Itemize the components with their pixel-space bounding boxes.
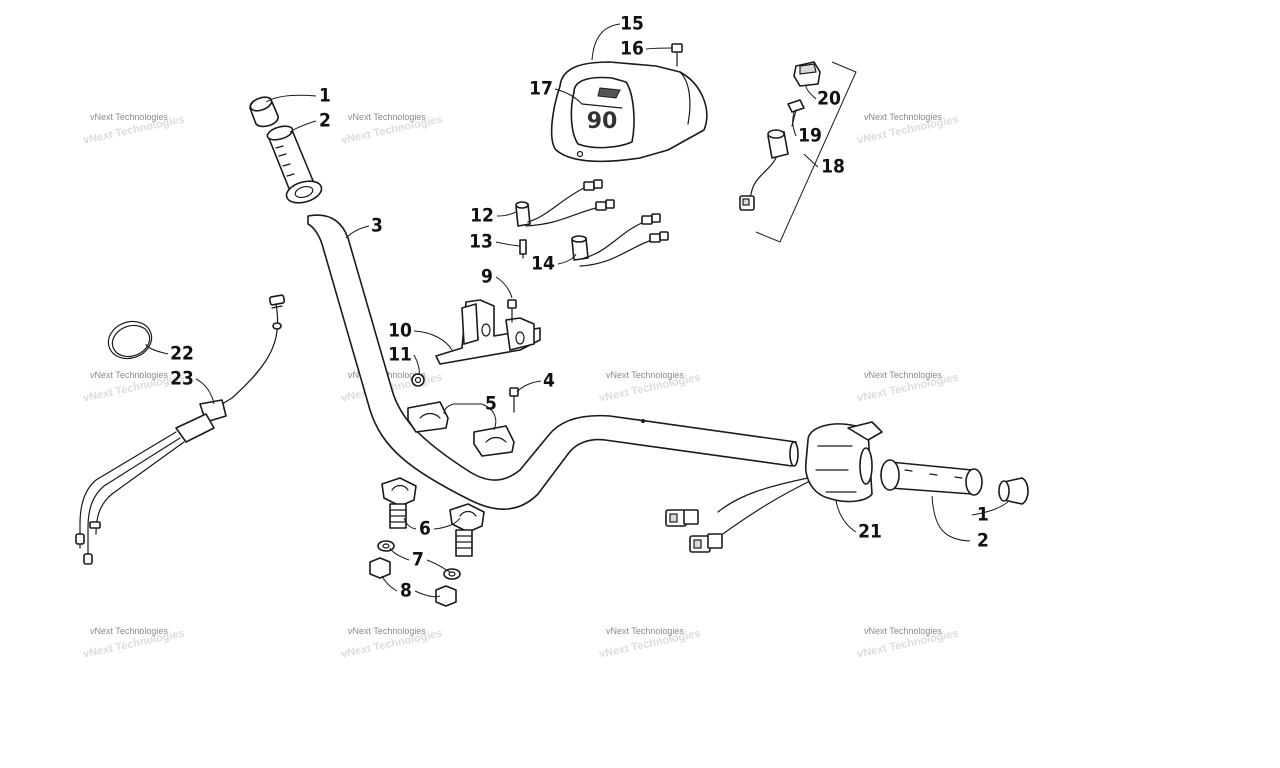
callout-c1b: 1 <box>977 504 989 526</box>
callout-c23: 23 <box>170 368 194 390</box>
upper-clamp-right <box>473 425 515 457</box>
watermark-text: vNext Technologies <box>90 626 168 636</box>
nut-right <box>435 585 457 607</box>
watermark-text: vNext Technologies <box>864 626 942 636</box>
leader-lines <box>145 23 1009 598</box>
callout-c5: 5 <box>485 393 497 415</box>
callout-c10: 10 <box>388 320 412 342</box>
ignition-switch <box>739 129 789 211</box>
display-badge-text: 90 <box>587 109 618 134</box>
callout-c16: 16 <box>620 38 644 60</box>
callout-c12: 12 <box>470 205 494 227</box>
wire-14 <box>571 213 669 267</box>
throttle-cable <box>75 294 286 565</box>
callout-c19: 19 <box>798 125 822 147</box>
watermark-text: vNext Technologies <box>606 370 684 380</box>
callout-c7: 7 <box>412 549 424 571</box>
callout-c14: 14 <box>531 253 555 275</box>
screw-4 <box>509 387 519 413</box>
watermark-text: vNext Technologies <box>864 370 942 380</box>
watermark-text: vNext Technologies <box>90 112 168 122</box>
lower-clamp-right <box>449 503 485 557</box>
callout-c2b: 2 <box>977 530 989 552</box>
callout-c4: 4 <box>543 370 555 392</box>
callout-c2a: 2 <box>319 110 331 132</box>
bulb-13 <box>519 239 527 259</box>
right-grip <box>880 459 983 496</box>
callout-c21: 21 <box>858 521 882 543</box>
callout-c22: 22 <box>170 343 194 365</box>
right-end-cap <box>998 477 1029 505</box>
nut-11 <box>411 373 425 387</box>
display-cover: 90 <box>550 61 708 163</box>
callout-c18: 18 <box>821 156 845 178</box>
callout-c8: 8 <box>400 580 412 602</box>
washer-right <box>443 568 461 580</box>
switch-housing <box>665 421 883 553</box>
ignition-key <box>787 99 805 127</box>
callout-c3: 3 <box>371 215 383 237</box>
left-end-cap <box>249 96 279 128</box>
callout-c13: 13 <box>469 231 493 253</box>
callout-c17: 17 <box>529 78 553 100</box>
screw-16 <box>671 43 683 67</box>
watermark-text: vNext Technologies <box>348 112 426 122</box>
callout-c1a: 1 <box>319 85 331 107</box>
callout-c15: 15 <box>620 13 644 35</box>
screw-9 <box>507 299 517 323</box>
watermark-text: vNext Technologies <box>90 370 168 380</box>
washer-left <box>377 540 395 552</box>
wire-12 <box>515 179 615 227</box>
callout-c11: 11 <box>388 344 412 366</box>
nut-left <box>369 557 391 579</box>
upper-clamp-left <box>407 401 449 433</box>
watermark-text: vNext Technologies <box>864 112 942 122</box>
watermark-text: vNext Technologies <box>348 626 426 636</box>
left-grip <box>266 125 323 204</box>
mounting-bracket <box>435 299 541 365</box>
callout-c20: 20 <box>817 88 841 110</box>
lower-clamp-left <box>381 477 417 529</box>
watermark-text: vNext Technologies <box>606 626 684 636</box>
callout-c9: 9 <box>481 266 493 288</box>
callout-c6: 6 <box>419 518 431 540</box>
ignition-cap <box>793 61 821 87</box>
clip-ring <box>107 320 153 360</box>
group-bracket-18 <box>755 61 857 243</box>
